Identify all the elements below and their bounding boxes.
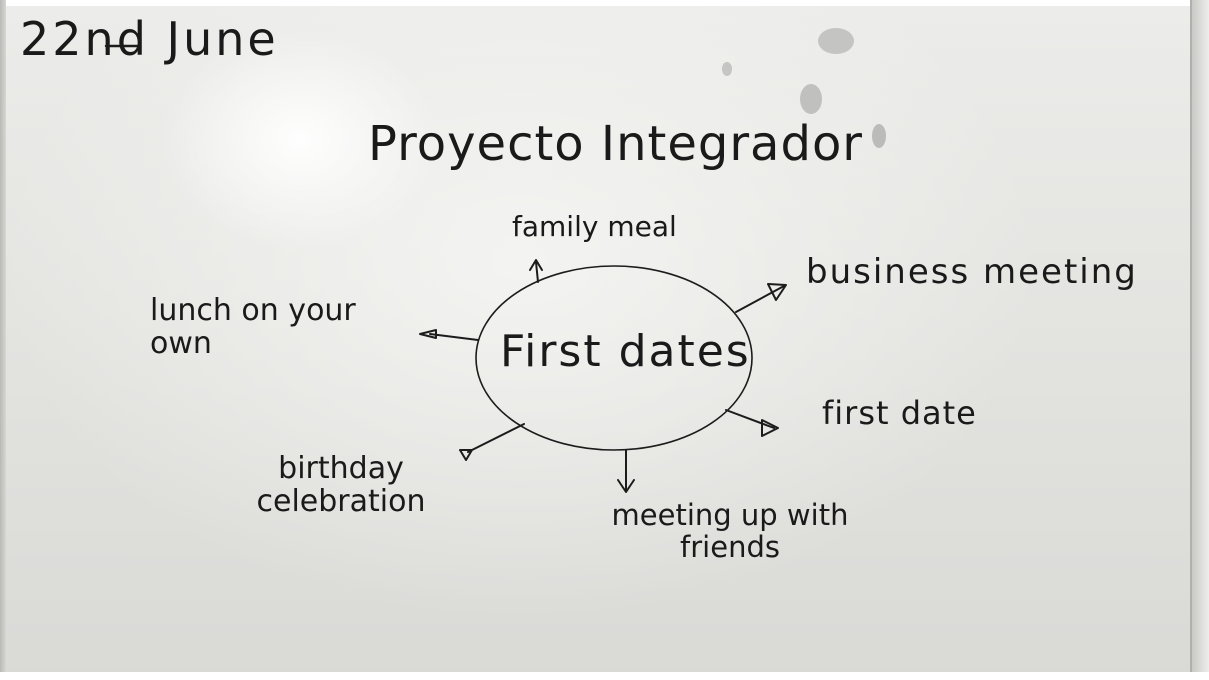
eraser-smudge bbox=[818, 28, 854, 54]
branch-family-meal: family meal bbox=[512, 210, 677, 243]
arrow-family-meal bbox=[529, 259, 543, 283]
date-heading: 22nd June bbox=[20, 12, 279, 66]
arrow-birthday bbox=[459, 423, 525, 461]
arrow-business-meeting bbox=[735, 283, 787, 313]
branch-birthday-celebration: birthday celebration bbox=[256, 451, 426, 519]
arrow-lunch bbox=[419, 329, 479, 341]
eraser-smudge bbox=[722, 62, 732, 76]
branch-meeting-up-with-friends: meeting up with friends bbox=[611, 498, 849, 564]
board-bottom-edge bbox=[0, 672, 1209, 680]
arrow-friends bbox=[617, 449, 635, 493]
branch-business-meeting: business meeting bbox=[806, 252, 1138, 292]
board-top-edge bbox=[0, 0, 1209, 6]
center-topic: First dates bbox=[500, 326, 751, 377]
board-right-edge bbox=[1190, 0, 1209, 680]
eraser-smudge bbox=[872, 124, 886, 148]
center-oval bbox=[475, 265, 753, 451]
project-title: Proyecto Integrador bbox=[368, 116, 864, 172]
branch-lunch-on-your-own: lunch on your own bbox=[150, 293, 356, 361]
board-left-edge bbox=[0, 0, 6, 680]
branch-first-date: first date bbox=[822, 394, 977, 432]
eraser-smudge bbox=[800, 84, 822, 114]
arrow-first-date bbox=[725, 409, 779, 437]
